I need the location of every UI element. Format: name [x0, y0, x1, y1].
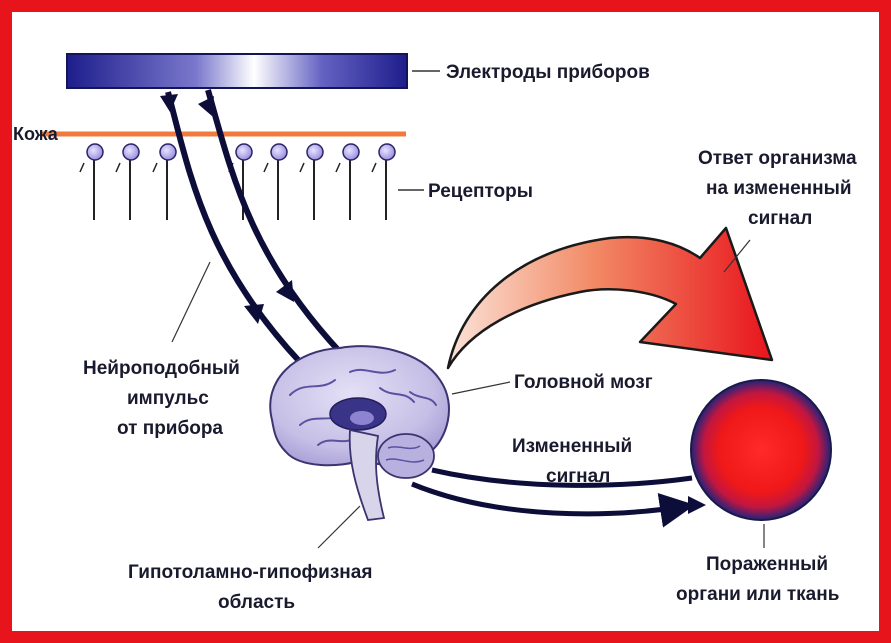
impulse-up-arrow — [205, 89, 343, 355]
brain-illustration — [269, 345, 450, 521]
impulse-down-arrowhead-top — [160, 94, 178, 112]
receptor — [299, 143, 324, 220]
receptor — [371, 143, 396, 220]
organ-label-line1: Пораженный — [706, 554, 828, 575]
impulse-down-arrow — [165, 91, 303, 365]
response-label-line3: сигнал — [748, 208, 812, 229]
receptors-label: Рецепторы — [428, 181, 533, 202]
receptor — [152, 143, 177, 220]
changed-signal-arrow-bottom — [411, 481, 695, 528]
changed-signal-label-line2: сигнал — [546, 466, 610, 487]
hypothalamus-leader-line — [317, 505, 361, 549]
hypothalamus-label-line2: область — [218, 592, 295, 613]
impulse-down-arrowhead-mid — [244, 304, 264, 324]
changed-signal-arrowhead — [688, 496, 706, 514]
impulse-up-arrowhead-top — [198, 96, 214, 116]
response-label-line1: Ответ организма — [698, 148, 857, 169]
brain-leader-line — [451, 381, 511, 395]
impulse-label-line2: импульс — [127, 388, 209, 409]
receptor — [335, 143, 360, 220]
electrodes-bar — [66, 53, 408, 89]
impulse-up-arrowhead-mid — [276, 280, 294, 302]
impulse-leader-line — [171, 261, 211, 343]
changed-signal-label-line1: Измененный — [512, 436, 632, 457]
brain-label: Головной мозг — [514, 372, 653, 393]
electrodes-label: Электроды приборов — [446, 62, 650, 83]
impulse-label-line3: от прибора — [117, 418, 223, 439]
skin-label: Кожа — [13, 124, 59, 144]
response-arrow — [446, 226, 774, 370]
hypothalamus-label-line1: Гипотоламно-гипофизная — [128, 562, 372, 583]
changed-signal-arrow-top — [431, 467, 693, 488]
receptor — [115, 143, 140, 220]
impulse-label-line1: Нейроподобный — [83, 358, 240, 379]
receptor — [79, 143, 104, 220]
response-leader-line — [723, 239, 751, 273]
organ-sphere — [690, 379, 832, 521]
response-label-line2: на измененный — [706, 178, 852, 199]
organ-label-line2: органи или ткань — [676, 584, 839, 605]
receptor — [263, 143, 288, 220]
